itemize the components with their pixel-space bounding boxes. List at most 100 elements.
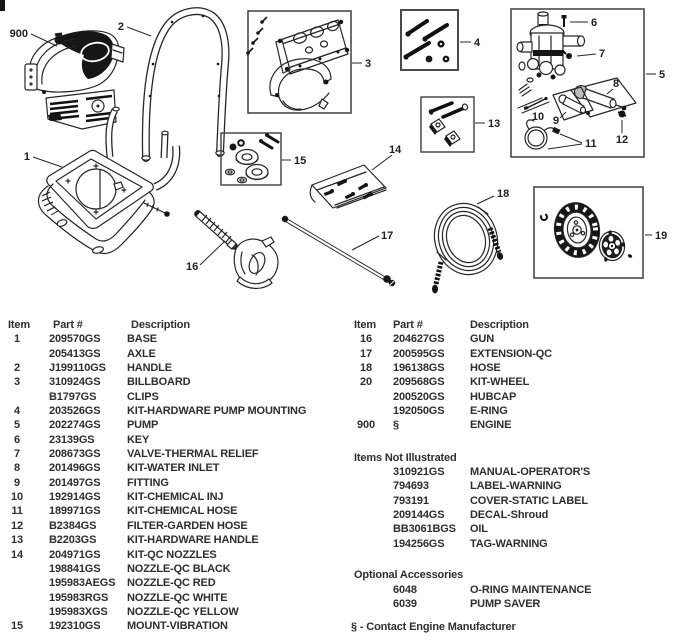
callout-3: 3 [365,58,371,70]
cell-desc: KIT-HARDWARE HANDLE [127,534,259,547]
table-row: 900§ENGINE [354,418,673,432]
cell-part: B2384GS [49,519,97,532]
wheel-kit-art [533,186,644,279]
cell-item [354,537,378,551]
leader-lines [30,21,656,266]
cell-item [8,576,26,590]
cell-desc: GUN [470,333,494,346]
header-part: Part # [53,319,83,331]
callout-2: 2 [118,21,124,33]
cell-item [354,390,378,404]
page-corner-mark [0,0,5,11]
cell-item: 15 [11,620,23,633]
cell-part: 209144GS [393,509,445,522]
cell-item: 3 [14,376,20,389]
extension-wand-art [281,215,396,287]
table-row: 195983RGS NOZZLE-QC WHITE [8,591,344,605]
cell-item: 6 [14,433,20,446]
cell-item [8,390,26,404]
pump-kit-art [510,8,645,158]
cell-desc: TAG-WARNING [470,537,548,550]
cell-part: 208673GS [49,448,101,461]
cell-part: 204627GS [393,333,445,346]
cell-part: 209568GS [393,376,445,389]
callout-16: 16 [186,261,198,273]
callout-6: 6 [591,17,597,29]
cell-item: 16 [360,333,372,346]
cell-desc: NOZZLE-QC YELLOW [127,605,239,618]
cell-part: 310924GS [49,376,101,389]
cell-desc: FILTER-GARDEN HOSE [127,519,248,532]
billboard-kit-art [246,10,352,114]
cell-desc: VALVE-THERMAL RELIEF [127,448,259,461]
header-item: Item [354,319,377,331]
handle-hardware-kit-art [420,96,475,153]
exploded-parts-diagram: 900 1 2 3 4 5 6 7 8 9 10 11 12 13 14 15 … [0,0,667,294]
cell-part: 198841GS [49,562,101,575]
cell-part: 202274GS [49,419,101,432]
cell-item [354,465,378,479]
cell-item [354,508,378,522]
callout-10: 10 [532,111,544,123]
cell-part: § [393,419,399,432]
cell-part: B1797GS [49,390,97,403]
cell-desc: KEY [127,433,150,446]
cell-desc: KIT-CHEMICAL INJ [127,491,224,504]
not-illustrated-title: Items Not Illustrated [354,451,457,464]
cell-desc: MANUAL-OPERATOR'S [470,466,591,479]
cell-part: 201497GS [49,476,101,489]
cell-item: 2 [14,362,20,375]
table-header: Item Part # Description [354,318,673,332]
cell-item: 14 [11,548,23,561]
cell-part: 793191 [393,494,429,507]
cell-part: 200595GS [393,347,445,360]
cell-part: 201496GS [49,462,101,475]
callout-17: 17 [381,230,393,242]
cell-item [8,562,26,576]
cell-part: 204971GS [49,548,101,561]
cell-desc: HOSE [470,362,501,375]
cell-part: 200520GS [393,390,445,403]
cell-part: 310921GS [393,466,445,479]
cell-desc: BILLBOARD [127,376,191,389]
cell-desc: EXTENSION-QC [470,347,552,360]
cell-desc: HANDLE [127,362,172,375]
nozzle-kit-bag-art [309,164,387,209]
callout-11: 11 [585,138,597,150]
cell-item [354,583,378,597]
cell-item [8,605,26,619]
parts-table-right: Item Part # Description 16 204627GS GUN 17 2… [351,318,673,633]
cell-item: 7 [14,448,20,461]
cell-item: 4 [14,405,20,418]
vibration-mount-kit-art [220,132,282,186]
cell-part: 209570GS [49,333,101,346]
cell-part: 6039 [393,597,417,610]
cell-part: 196138GS [393,362,445,375]
cell-item: 17 [360,347,372,360]
cell-desc: KIT-CHEMICAL HOSE [127,505,238,518]
pump-mounting-kit-art [400,9,459,71]
cell-desc: NOZZLE-QC WHITE [127,591,228,604]
hose-art [432,202,504,294]
cell-part: 195983RGS [49,591,109,604]
